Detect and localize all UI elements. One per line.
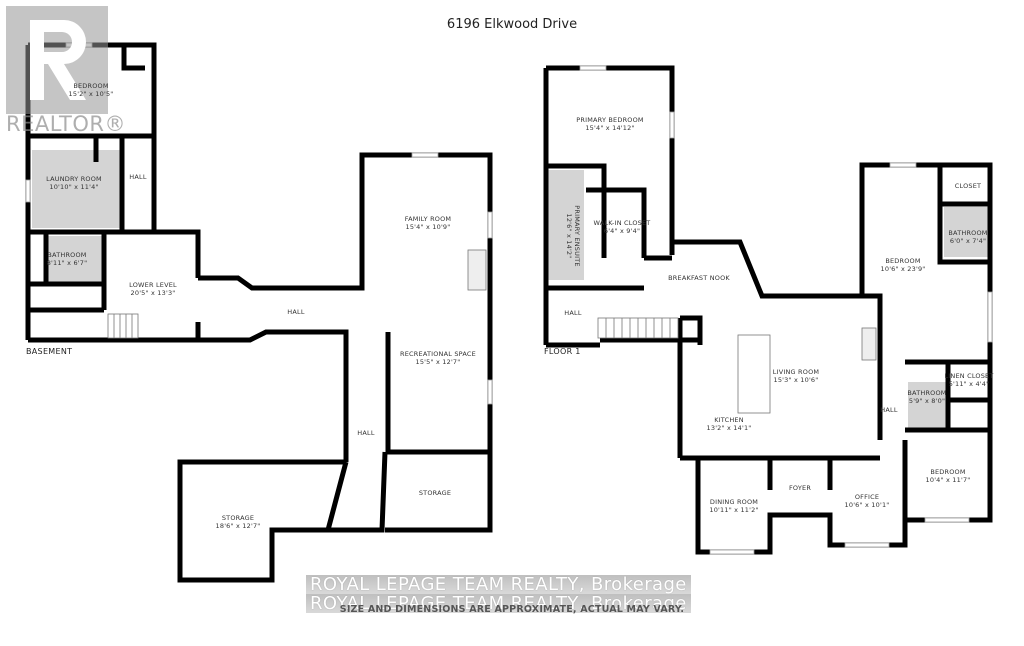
room-basement-hall-2: HALL (287, 308, 305, 316)
brokerage-watermark-2: ROYAL LEPAGE TEAM REALTY, Brokerage (306, 594, 691, 613)
property-address-title: 6196 Elkwood Drive (446, 17, 578, 32)
floor-label-basement: BASEMENT (26, 347, 73, 356)
room-storage-small: STORAGE (418, 489, 452, 497)
room-floor1-hall-west: HALL (564, 309, 582, 317)
room-foyer: FOYER (788, 484, 812, 492)
room-floor1-hall-east: HALL (880, 406, 898, 414)
realtor-r-icon (30, 20, 86, 100)
floor-label-floor1: FLOOR 1 (544, 347, 581, 356)
realtor-watermark-text: REALTOR® (6, 112, 126, 136)
brokerage-watermark-1: ROYAL LEPAGE TEAM REALTY, Brokerage (306, 575, 691, 594)
room-basement-hall-3: HALL (357, 429, 375, 437)
disclaimer-text: SIZE AND DIMENSIONS ARE APPROXIMATE, ACT… (339, 604, 685, 615)
room-basement-hall-1: HALL (129, 173, 147, 181)
room-closet: CLOSET (954, 182, 982, 190)
room-breakfast-nook: BREAKFAST NOOK (668, 274, 730, 282)
realtor-logo-watermark (6, 6, 108, 114)
